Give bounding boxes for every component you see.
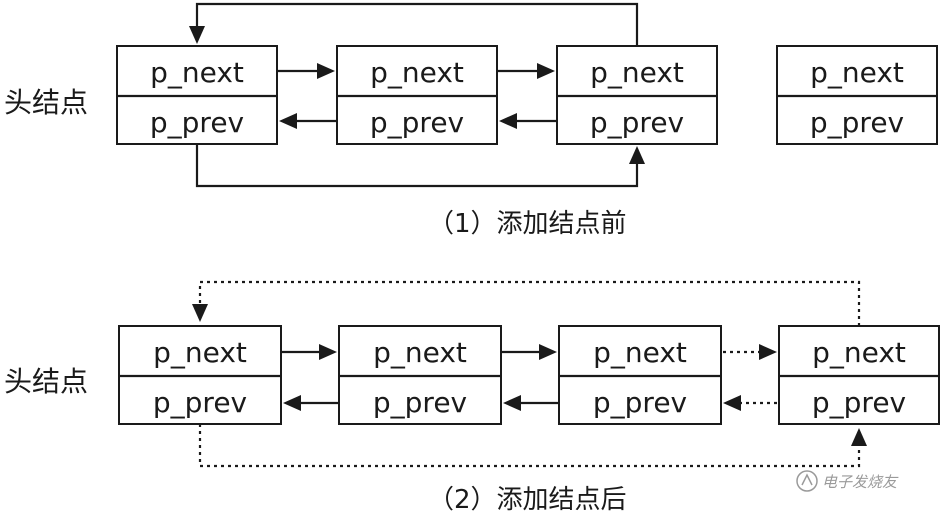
new-prev-arrow <box>723 395 777 411</box>
next-field: p_next <box>150 56 244 89</box>
prev-field: p_prev <box>370 106 464 139</box>
next-field: p_next <box>810 56 904 89</box>
prev-field: p_prev <box>593 386 687 419</box>
prev-arrow <box>283 395 339 411</box>
next-field: p_next <box>153 336 247 369</box>
prev-field: p_prev <box>590 106 684 139</box>
next-field: p_next <box>593 336 687 369</box>
caption-after: （2）添加结点后 <box>428 485 627 515</box>
prev-field: p_prev <box>810 106 904 139</box>
list-node: p_next p_prev <box>558 325 722 425</box>
watermark-text: 电子发烧友 <box>822 473 899 491</box>
new-list-node: p_next p_prev <box>776 45 938 145</box>
head-node-label: 头结点 <box>4 86 88 119</box>
prev-field: p_prev <box>150 106 244 139</box>
tail-to-head-arrow <box>189 2 639 46</box>
prev-field: p_prev <box>153 386 247 419</box>
list-node: p_next p_prev <box>338 325 502 425</box>
next-arrow <box>277 63 335 79</box>
prev-arrow <box>499 113 557 129</box>
head-node-label: 头结点 <box>4 365 88 398</box>
next-arrow <box>501 344 557 360</box>
next-field: p_next <box>812 336 906 369</box>
prev-arrow <box>503 395 559 411</box>
list-node: p_next p_prev <box>118 325 282 425</box>
next-field: p_next <box>373 336 467 369</box>
watermark: 电子发烧友 <box>796 470 899 492</box>
section-before: 头结点 p_next p_prev p_next p_prev p_next p… <box>4 2 938 239</box>
next-arrow <box>281 344 337 360</box>
list-node: p_next p_prev <box>116 45 278 145</box>
next-field: p_next <box>590 56 684 89</box>
head-to-tail-arrow <box>198 424 867 468</box>
next-arrow <box>497 63 555 79</box>
tail-to-head-arrow <box>192 280 861 326</box>
new-next-arrow <box>723 344 777 360</box>
prev-field: p_prev <box>812 386 906 419</box>
prev-field: p_prev <box>373 386 467 419</box>
list-node: p_next p_prev <box>336 45 498 145</box>
next-field: p_next <box>370 56 464 89</box>
section-after: 头结点 p_next p_prev p_next p_prev p_next p… <box>4 280 940 515</box>
logo-icon <box>796 470 818 492</box>
list-node: p_next p_prev <box>556 45 718 145</box>
head-to-tail-arrow <box>195 144 645 188</box>
caption-before: （1）添加结点前 <box>428 209 627 239</box>
new-list-node: p_next p_prev <box>778 325 940 425</box>
prev-arrow <box>279 113 337 129</box>
